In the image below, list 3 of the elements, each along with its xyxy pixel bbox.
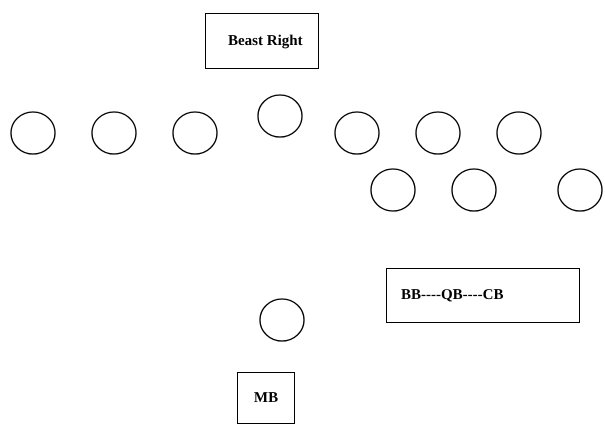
formation-label: BB----QB----CB xyxy=(386,268,580,323)
formation-label: Beast Right xyxy=(205,13,319,69)
formation-label: MB xyxy=(237,372,295,424)
